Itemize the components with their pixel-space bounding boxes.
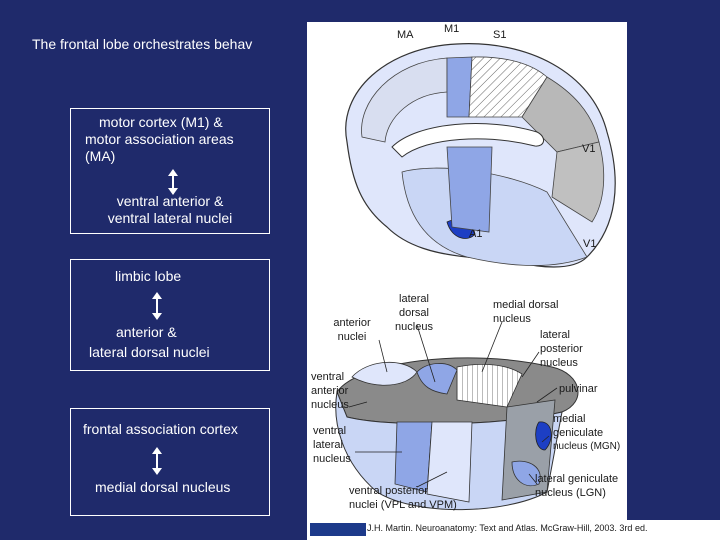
lateral-dorsal-label-1: lateral	[399, 293, 429, 305]
anterior-nuclei-label-1: anterior	[333, 317, 371, 329]
a1-label: A1	[469, 228, 483, 240]
frontal-association-label: frontal association cortex	[83, 421, 238, 437]
medial-dorsal-shape	[456, 363, 523, 408]
ventral-anterior-label-3: nucleus	[311, 399, 349, 411]
lateral-posterior-label-2: posterior	[540, 343, 583, 355]
ventral-lateral-label-1: ventral	[313, 425, 347, 437]
m1-label: M1	[444, 23, 460, 35]
anterior-ld-label-line2: lateral dorsal nuclei	[89, 344, 210, 360]
brain-illustration	[335, 43, 616, 511]
motor-cortex-label-line2: motor association areas	[85, 131, 234, 147]
lgn-label-1: lateral geniculate	[535, 473, 619, 485]
brainstem	[446, 146, 493, 233]
ventral-anterior-label-2: anterior	[311, 385, 349, 397]
mgn-label-2: geniculate	[553, 427, 604, 439]
pulvinar-label: pulvinar	[559, 383, 598, 395]
limbic-lobe-label: limbic lobe	[115, 268, 182, 284]
ventral-anterior-label-1: ventral	[311, 371, 345, 383]
ventral-lateral-shape	[394, 421, 433, 493]
frontal-circuit-box: frontal association cortex medial dorsal…	[70, 408, 270, 516]
v1-bottom-label: V1	[583, 238, 597, 250]
ventral-lateral-label-3: nucleus	[313, 453, 351, 465]
citation-text: J.H. Martin. Neuroanatomy: Text and Atla…	[367, 523, 648, 533]
slide-title: The frontal lobe orchestrates behav	[32, 36, 253, 52]
medial-dorsal-label: medial dorsal nucleus	[95, 479, 231, 495]
corpus-callosum	[391, 123, 544, 158]
mgn-label-3: nucleus (MGN)	[553, 441, 621, 452]
lateral-posterior-label-1: lateral	[540, 329, 570, 341]
bidirectional-arrow-icon	[152, 447, 162, 475]
credit-bar: J.H. Martin. Neuroanatomy: Text and Atla…	[307, 520, 720, 540]
lateral-posterior-label-3: nucleus	[540, 357, 578, 369]
ventral-posterior-label-1: ventral posterior	[349, 485, 428, 497]
ventral-lateral-label-2: lateral	[313, 439, 343, 451]
lgn-label-2: nucleus (LGN)	[535, 487, 606, 499]
s1-label: S1	[493, 29, 507, 41]
medial-dorsal-label-1: medial dorsal	[493, 299, 559, 311]
ventral-posterior-label-2: nuclei (VPL and VPM)	[349, 499, 457, 511]
bidirectional-arrow-icon	[168, 169, 178, 195]
limbic-circuit-box: limbic lobe anterior & lateral dorsal nu…	[70, 259, 270, 371]
ventral-posterior-shape	[426, 421, 473, 503]
lateral-dorsal-label-2: dorsal	[399, 307, 429, 319]
anterior-nuclei-label-2: nuclei	[337, 331, 367, 343]
lateral-dorsal-label-3: nucleus	[395, 321, 433, 333]
publisher-logo	[310, 523, 366, 536]
va-vl-label-line1: ventral anterior &	[116, 193, 224, 209]
motor-circuit-box: motor cortex (M1) & motor association ar…	[70, 108, 270, 234]
v1-top-region	[551, 141, 605, 223]
mgn-label-1: medial	[553, 413, 586, 425]
m1-region	[446, 56, 473, 118]
brain-thalamus-figure: MA M1 S1 V1 A1 V1 lateral dorsal nucleus…	[307, 22, 627, 540]
anterior-ld-label-line1: anterior &	[116, 324, 177, 340]
medial-dorsal-label-2: nucleus	[493, 313, 531, 325]
bidirectional-arrow-icon	[152, 292, 162, 320]
va-vl-label-line2: ventral lateral nuclei	[107, 210, 233, 226]
v1-top-label: V1	[582, 143, 596, 155]
ma-label: MA	[397, 29, 414, 41]
motor-cortex-label-line1: motor cortex (M1) &	[99, 114, 223, 130]
motor-cortex-label-line3: (MA)	[85, 148, 116, 164]
mgn-shape	[535, 421, 552, 451]
lateral-dorsal-shape	[416, 363, 458, 395]
